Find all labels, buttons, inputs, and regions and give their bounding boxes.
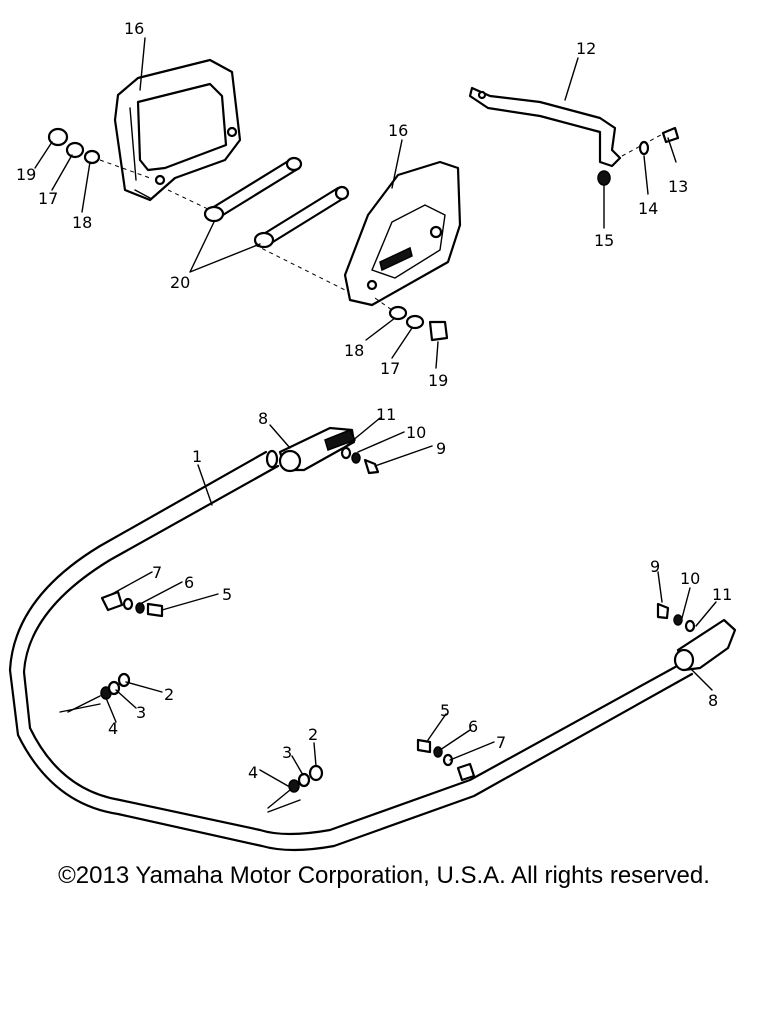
copyright-notice: ©2013 Yamaha Motor Corporation, U.S.A. A… <box>58 862 710 889</box>
hardware-mid-right <box>374 297 449 342</box>
cross-rods <box>167 156 350 291</box>
callout-labels: 16 16 12 19 17 18 20 18 17 19 13 14 15 8… <box>16 19 732 782</box>
hardware-top-left <box>47 127 151 179</box>
callout-18: 18 <box>72 213 92 232</box>
callout-3: 3 <box>282 743 292 762</box>
backrest-plate-right <box>343 160 462 307</box>
callout-7: 7 <box>496 733 506 752</box>
bolt-hardware-bottom <box>267 764 324 809</box>
callout-17: 17 <box>380 359 400 378</box>
callout-20: 20 <box>170 273 190 292</box>
backrest-plate-left <box>113 58 242 202</box>
callout-1: 1 <box>192 447 202 466</box>
callout-2: 2 <box>164 685 174 704</box>
callout-16: 16 <box>388 121 408 140</box>
callout-10: 10 <box>406 423 426 442</box>
callout-2: 2 <box>308 725 318 744</box>
bumper-tube <box>8 449 694 852</box>
callout-12: 12 <box>576 39 596 58</box>
callout-19: 19 <box>16 165 36 184</box>
callout-10: 10 <box>680 569 700 588</box>
callout-6: 6 <box>184 573 194 592</box>
callout-9: 9 <box>436 439 446 458</box>
callout-4: 4 <box>248 763 258 782</box>
callout-17: 17 <box>38 189 58 208</box>
callout-8: 8 <box>708 691 718 710</box>
callout-7: 7 <box>152 563 162 582</box>
callout-11: 11 <box>376 405 396 424</box>
callout-14: 14 <box>638 199 658 218</box>
leader-lines <box>34 37 717 787</box>
callout-18: 18 <box>344 341 364 360</box>
callout-3: 3 <box>136 703 146 722</box>
bracket-12 <box>468 86 680 186</box>
callout-16: 16 <box>124 19 144 38</box>
callout-5: 5 <box>440 701 450 720</box>
callout-19: 19 <box>428 371 448 390</box>
callout-15: 15 <box>594 231 614 250</box>
callout-8: 8 <box>258 409 268 428</box>
callout-11: 11 <box>712 585 732 604</box>
callout-5: 5 <box>222 585 232 604</box>
bolt-hardware-left <box>67 672 131 713</box>
callout-13: 13 <box>668 177 688 196</box>
end-cap-right <box>656 602 737 672</box>
clamp-hardware-bottom <box>416 738 476 782</box>
callout-6: 6 <box>468 717 478 736</box>
clamp-hardware-left <box>100 590 164 618</box>
callout-9: 9 <box>650 557 660 576</box>
callout-4: 4 <box>108 719 118 738</box>
end-cap-top <box>278 426 380 475</box>
